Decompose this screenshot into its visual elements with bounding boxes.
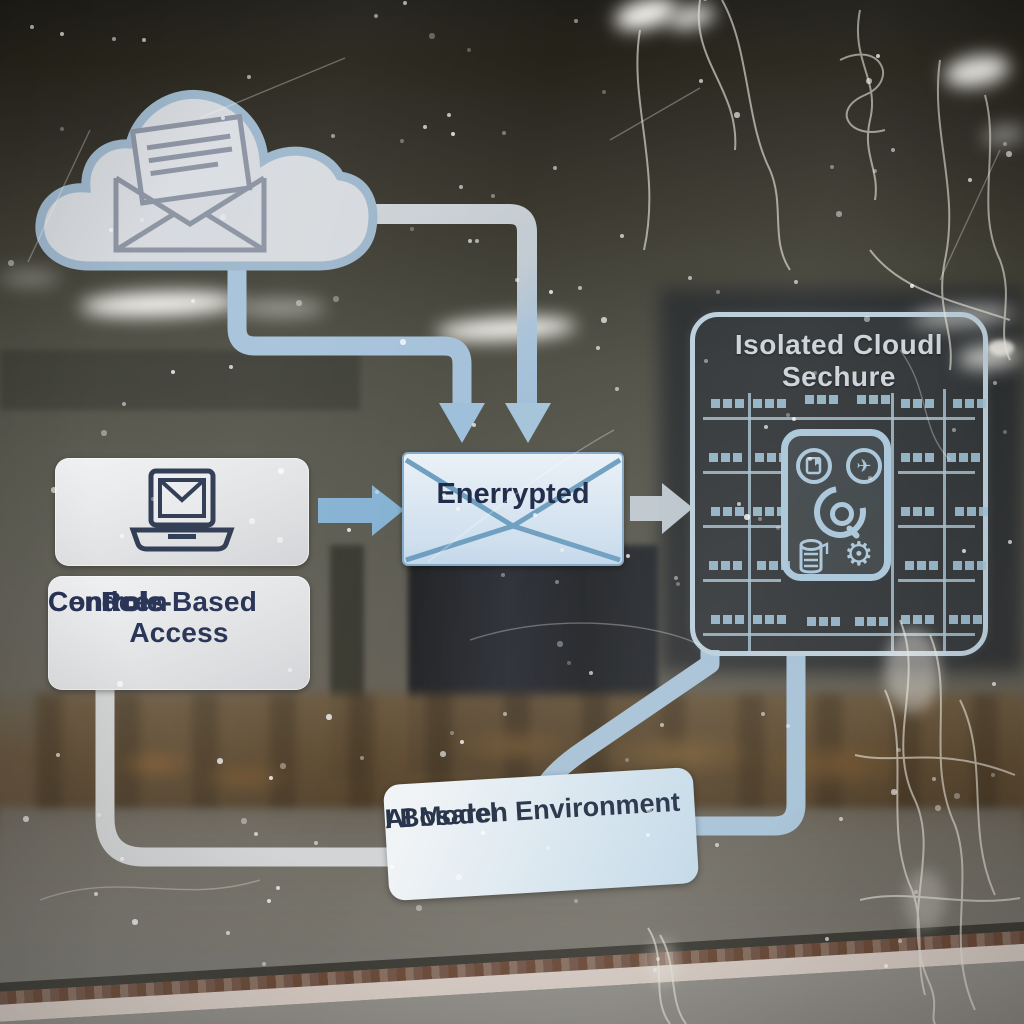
magnifier-glass — [830, 502, 854, 526]
encrypted-envelope-node: Enerrypted — [402, 452, 624, 566]
server-rack-grid — [695, 317, 988, 651]
laptop-envelope-icon — [129, 468, 235, 552]
envelope-label: Enerrypted — [436, 478, 590, 510]
envelope-flap-lines — [404, 457, 622, 563]
cobweb-fuzz — [885, 628, 940, 713]
pipe-role-to-ai — [95, 688, 390, 867]
ai-box-line2: I Bosaren Environment — [383, 786, 681, 835]
cloud-email-node — [35, 90, 378, 271]
database-doc-icon — [799, 539, 829, 574]
arrowhead-down-right — [505, 403, 551, 443]
open-envelope-letter-icon — [113, 113, 267, 253]
panel-title: Isolated Cloudl Sechure — [734, 329, 944, 392]
arrow-laptop-to-envelope — [318, 485, 404, 536]
isolated-cloud-panel: Isolated Cloudl Sechure ✈ ⚙ — [690, 312, 988, 656]
arrow-envelope-to-panel — [630, 483, 693, 534]
ai-model-box: AI Model I Bosaren Environment — [382, 766, 700, 902]
cobweb-fuzz — [905, 870, 945, 930]
gear-icon: ⚙ — [844, 534, 874, 573]
paint-spot — [988, 340, 1014, 356]
cobweb-fuzz — [648, 940, 678, 985]
pipe-cloud-right-to-envelope — [366, 204, 537, 405]
laptop-source-box — [55, 458, 309, 566]
service-icon-cluster: ✈ ⚙ — [781, 429, 891, 581]
book-icon — [796, 448, 832, 484]
pipe-cloud-bottom-to-envelope — [227, 258, 472, 405]
role-box-line2: Controls — [48, 586, 165, 617]
paper-plane-icon: ✈ — [846, 448, 882, 484]
warehouse-shadow-band — [0, 350, 360, 410]
pipe-ai-to-panel-elbow — [692, 654, 806, 836]
wall-light — [236, 300, 326, 316]
wall-light — [0, 270, 60, 286]
role-access-box: Role-Based Access Controls Cendcen — [48, 576, 310, 690]
arrowhead-down-left — [439, 403, 485, 443]
role-box-line3: Cendcen — [48, 586, 168, 617]
role-box-line1: Role-Based Access — [100, 586, 258, 648]
